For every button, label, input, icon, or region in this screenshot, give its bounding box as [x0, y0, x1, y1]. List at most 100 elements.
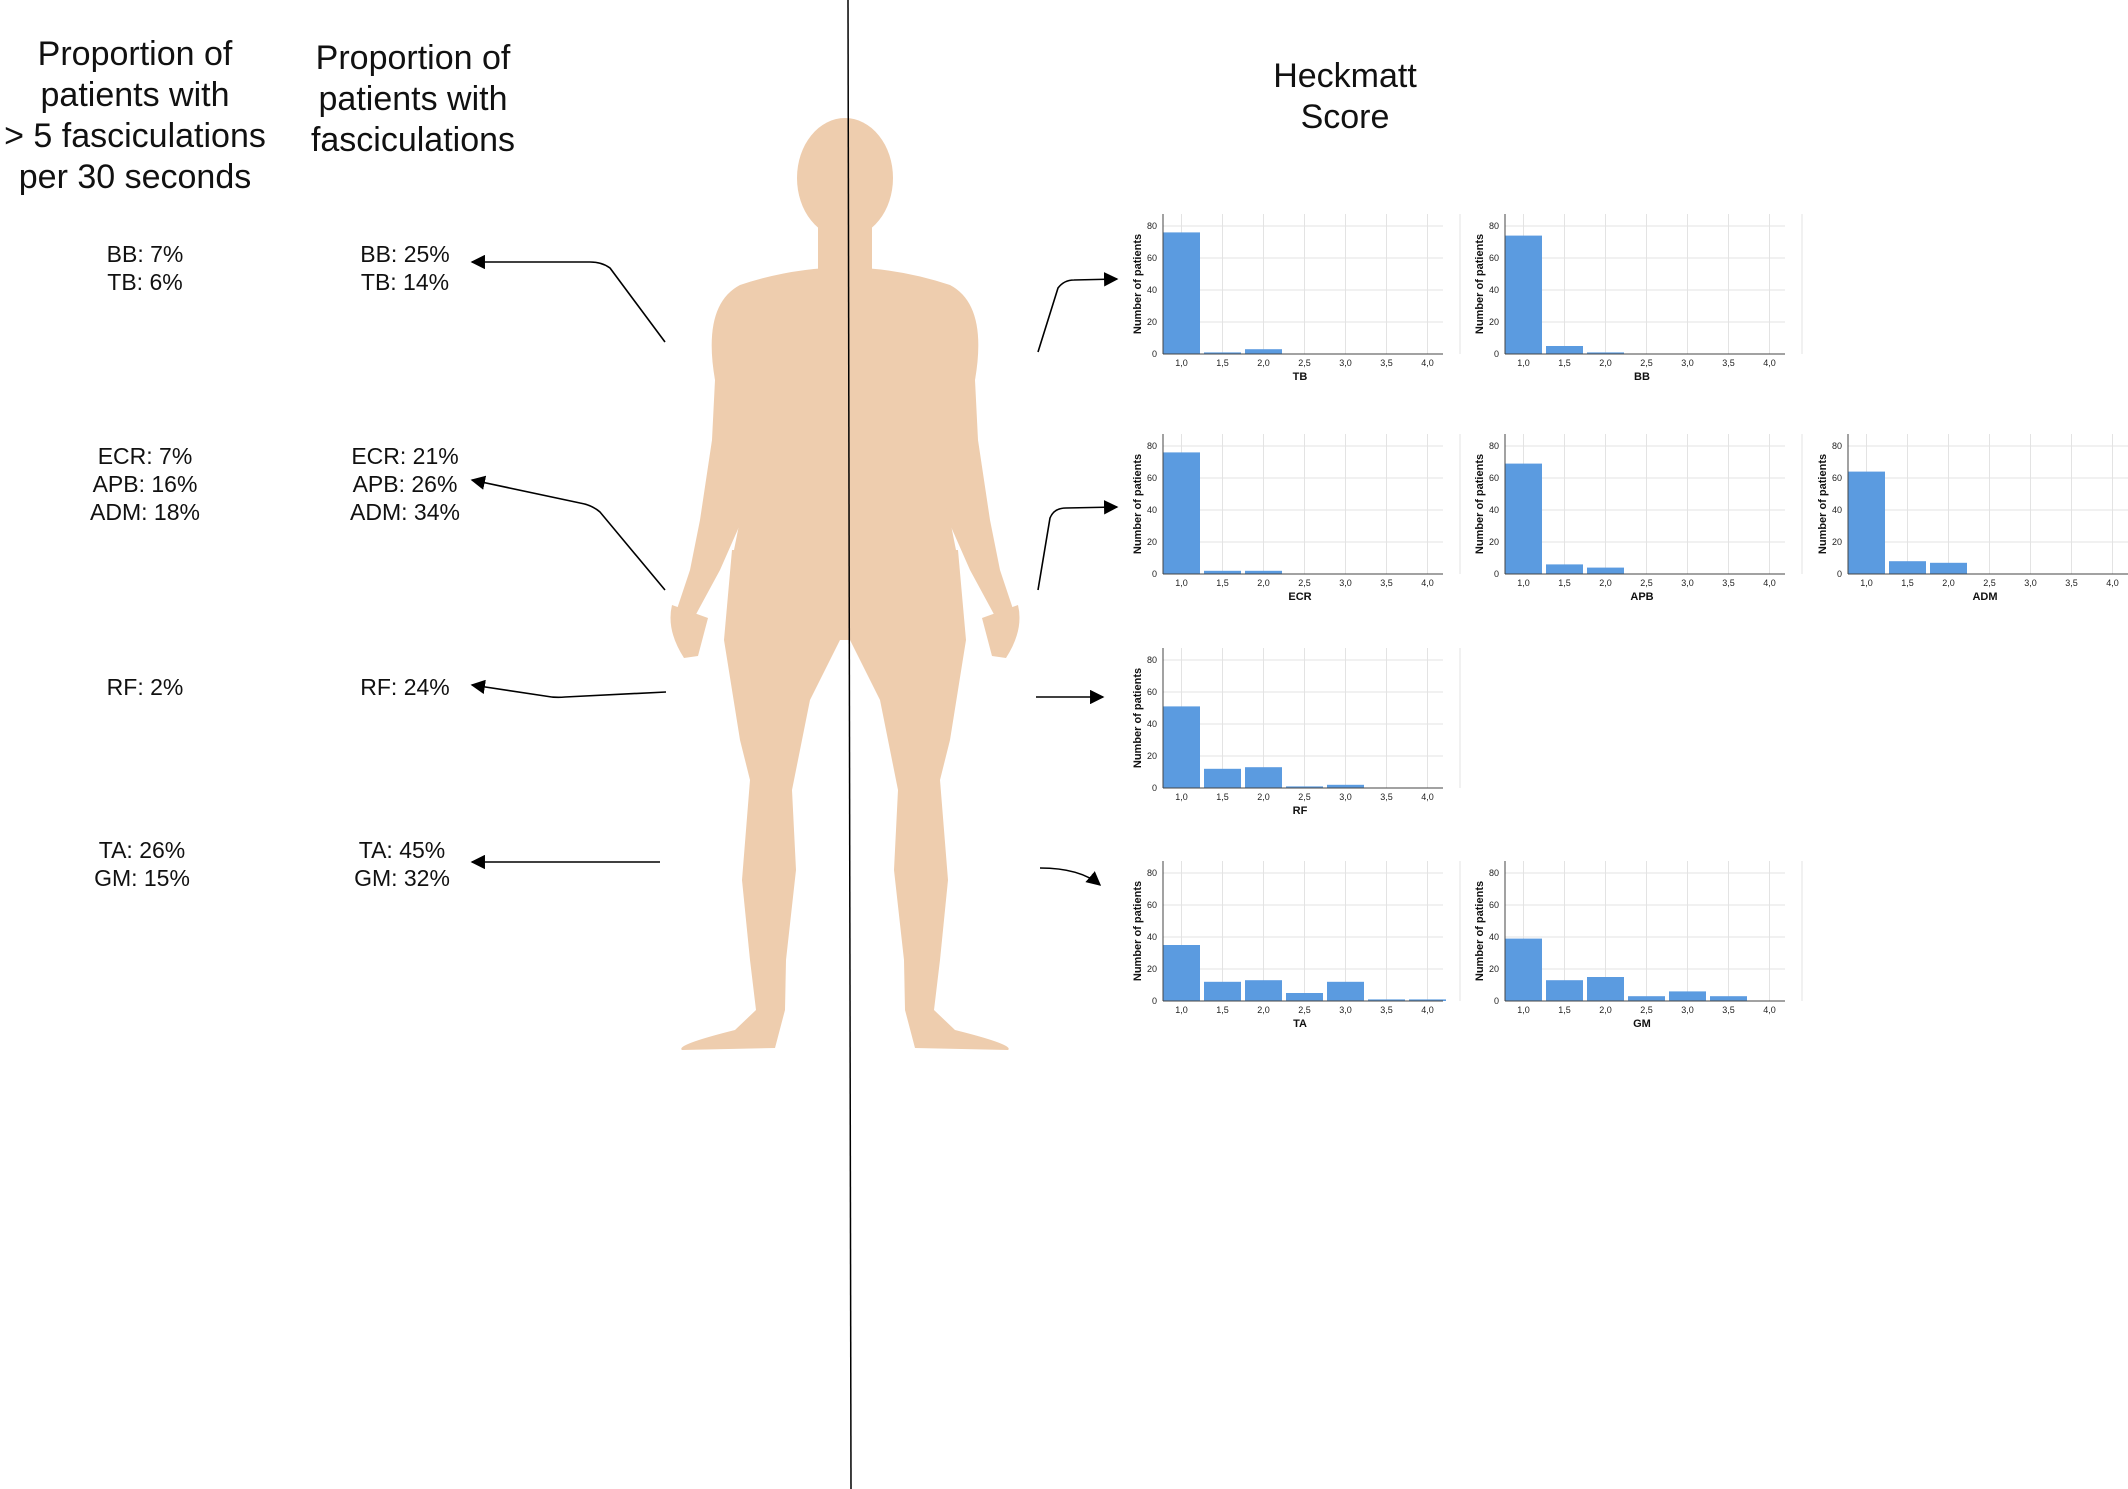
x-tick-label: 1,5 — [1901, 578, 1914, 588]
histogram-bar — [1368, 999, 1405, 1001]
stat-group-forearm-any: ECR: 21% APB: 26% ADM: 34% — [305, 442, 505, 526]
x-tick-label: 2,0 — [1942, 578, 1955, 588]
y-tick-label: 40 — [1489, 932, 1499, 942]
y-tick-label: 0 — [1494, 349, 1499, 359]
histogram-bar — [1546, 980, 1583, 1001]
x-axis-label: TA — [1293, 1018, 1307, 1030]
stat-line: APB: 26% — [352, 471, 458, 497]
y-tick-label: 0 — [1152, 349, 1157, 359]
y-tick-label: 40 — [1147, 285, 1157, 295]
y-tick-label: 80 — [1489, 221, 1499, 231]
x-tick-label: 4,0 — [2106, 578, 2119, 588]
histogram-bar — [1505, 463, 1542, 574]
stat-group-thigh-gt5: RF: 2% — [45, 673, 245, 701]
stat-group-leg-gt5: TA: 26% GM: 15% — [42, 836, 242, 892]
x-tick-label: 3,5 — [1722, 1005, 1735, 1015]
histogram-bar — [1505, 938, 1542, 1001]
x-tick-label: 2,0 — [1257, 1005, 1270, 1015]
y-tick-label: 80 — [1489, 441, 1499, 451]
x-tick-label: 1,0 — [1517, 578, 1530, 588]
header-line: fasciculations — [310, 121, 516, 159]
stat-line: ECR: 7% — [97, 443, 193, 469]
x-tick-label: 1,0 — [1860, 578, 1873, 588]
stat-line: GM: 15% — [94, 865, 190, 891]
x-tick-label: 1,0 — [1175, 358, 1188, 368]
x-tick-label: 2,5 — [1640, 1005, 1653, 1015]
histogram-bar — [1327, 981, 1364, 1001]
arrow-thigh-left — [470, 679, 667, 699]
y-tick-label: 60 — [1147, 253, 1157, 263]
x-tick-label: 1,5 — [1216, 1005, 1229, 1015]
x-tick-label: 4,0 — [1763, 578, 1776, 588]
y-axis-label: Number of patients — [1132, 234, 1144, 334]
y-tick-label: 40 — [1147, 505, 1157, 515]
y-tick-label: 20 — [1489, 317, 1499, 327]
y-tick-label: 80 — [1489, 868, 1499, 878]
x-tick-label: 2,5 — [1298, 358, 1311, 368]
histogram-bar — [1930, 562, 1967, 574]
histogram-bar — [1409, 999, 1446, 1001]
x-tick-label: 3,0 — [1339, 578, 1352, 588]
header-line: Score — [1300, 98, 1390, 136]
y-tick-label: 40 — [1489, 285, 1499, 295]
y-tick-label: 20 — [1489, 537, 1499, 547]
x-tick-label: 2,5 — [1298, 1005, 1311, 1015]
x-tick-label: 3,5 — [2065, 578, 2078, 588]
header-line: patients with — [318, 80, 508, 118]
histogram-bar — [1327, 784, 1364, 788]
x-tick-label: 2,0 — [1257, 792, 1270, 802]
y-tick-label: 20 — [1489, 964, 1499, 974]
header-fasciculations-gt5: Proportion of patients with > 5 fascicul… — [0, 34, 270, 198]
y-axis-label: Number of patients — [1132, 454, 1144, 554]
histogram-bar — [1163, 452, 1200, 574]
x-tick-label: 3,5 — [1722, 578, 1735, 588]
x-tick-label: 2,5 — [1640, 358, 1653, 368]
x-tick-label: 1,5 — [1216, 578, 1229, 588]
y-axis-label: Number of patients — [1132, 881, 1144, 981]
x-tick-label: 1,0 — [1175, 792, 1188, 802]
stat-line: TA: 45% — [358, 837, 446, 863]
header-line: Proportion of — [315, 39, 511, 77]
y-tick-label: 60 — [1147, 473, 1157, 483]
histogram-bar — [1245, 349, 1282, 354]
arrow-forearm-right — [1037, 500, 1119, 591]
x-axis-label: ECR — [1288, 591, 1311, 603]
x-tick-label: 1,0 — [1517, 358, 1530, 368]
x-tick-label: 2,5 — [1298, 792, 1311, 802]
x-tick-label: 2,0 — [1599, 578, 1612, 588]
x-tick-label: 2,5 — [1640, 578, 1653, 588]
y-tick-label: 80 — [1147, 868, 1157, 878]
histogram-bar — [1587, 352, 1624, 354]
histogram-bar — [1163, 232, 1200, 354]
x-tick-label: 3,0 — [1339, 358, 1352, 368]
y-tick-label: 0 — [1152, 783, 1157, 793]
stat-group-arm-any: BB: 25% TB: 14% — [305, 240, 505, 296]
x-tick-label: 3,0 — [1681, 1005, 1694, 1015]
y-tick-label: 40 — [1489, 505, 1499, 515]
x-tick-label: 4,0 — [1763, 358, 1776, 368]
x-tick-label: 3,0 — [1681, 358, 1694, 368]
histogram-bar — [1163, 706, 1200, 788]
y-tick-label: 40 — [1147, 719, 1157, 729]
x-axis-label: TB — [1293, 371, 1308, 383]
stat-line: TA: 26% — [98, 837, 186, 863]
body-silhouette — [670, 118, 1020, 1050]
histogram-bar — [1710, 996, 1747, 1001]
x-tick-label: 4,0 — [1421, 578, 1434, 588]
x-tick-label: 3,5 — [1380, 358, 1393, 368]
stat-group-thigh-any: RF: 24% — [305, 673, 505, 701]
histogram-bar — [1245, 980, 1282, 1001]
x-tick-label: 2,0 — [1257, 578, 1270, 588]
x-tick-label: 1,5 — [1558, 578, 1571, 588]
stat-line: ECR: 21% — [351, 443, 459, 469]
x-tick-label: 1,5 — [1216, 792, 1229, 802]
stat-line: GM: 32% — [354, 865, 450, 891]
arrow-forearm-left — [470, 475, 666, 591]
header-line: Proportion of — [37, 35, 233, 73]
x-tick-label: 1,0 — [1517, 1005, 1530, 1015]
stat-line: BB: 7% — [106, 241, 184, 267]
header-heckmatt-score: Heckmatt Score — [1245, 56, 1445, 138]
y-axis-label: Number of patients — [1817, 454, 1829, 554]
